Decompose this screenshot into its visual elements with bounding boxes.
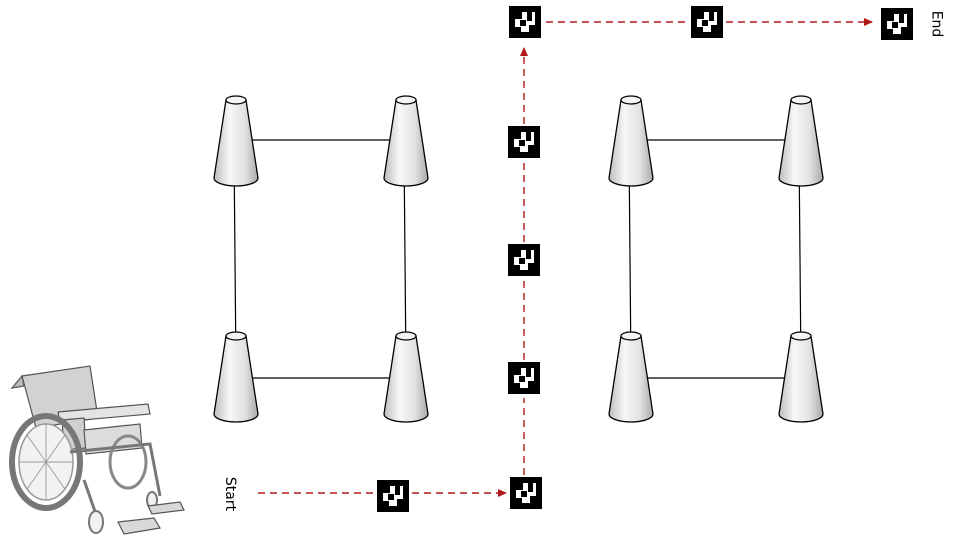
aruco-marker-icon	[881, 8, 913, 40]
right-square-lines	[628, 139, 802, 379]
end-label: End	[928, 10, 945, 38]
aruco-marker-icon	[508, 362, 540, 394]
cone-icon	[213, 95, 259, 187]
cone-icon	[778, 95, 824, 187]
aruco-marker-icon	[377, 480, 409, 512]
aruco-marker-icon	[509, 6, 541, 38]
aruco-marker-icon	[508, 244, 540, 276]
start-label: Start	[222, 476, 239, 512]
aruco-marker-icon	[508, 126, 540, 158]
aruco-marker-icon	[510, 477, 542, 509]
cone-icon	[383, 331, 429, 423]
left-square-lines	[233, 139, 407, 379]
cone-icon	[778, 331, 824, 423]
wheelchair-icon	[9, 365, 185, 535]
cone-icon	[608, 95, 654, 187]
cone-icon	[383, 95, 429, 187]
aruco-marker-icon	[691, 6, 723, 38]
cone-icon	[213, 331, 259, 423]
cone-icon	[608, 331, 654, 423]
robot-path	[258, 18, 873, 497]
